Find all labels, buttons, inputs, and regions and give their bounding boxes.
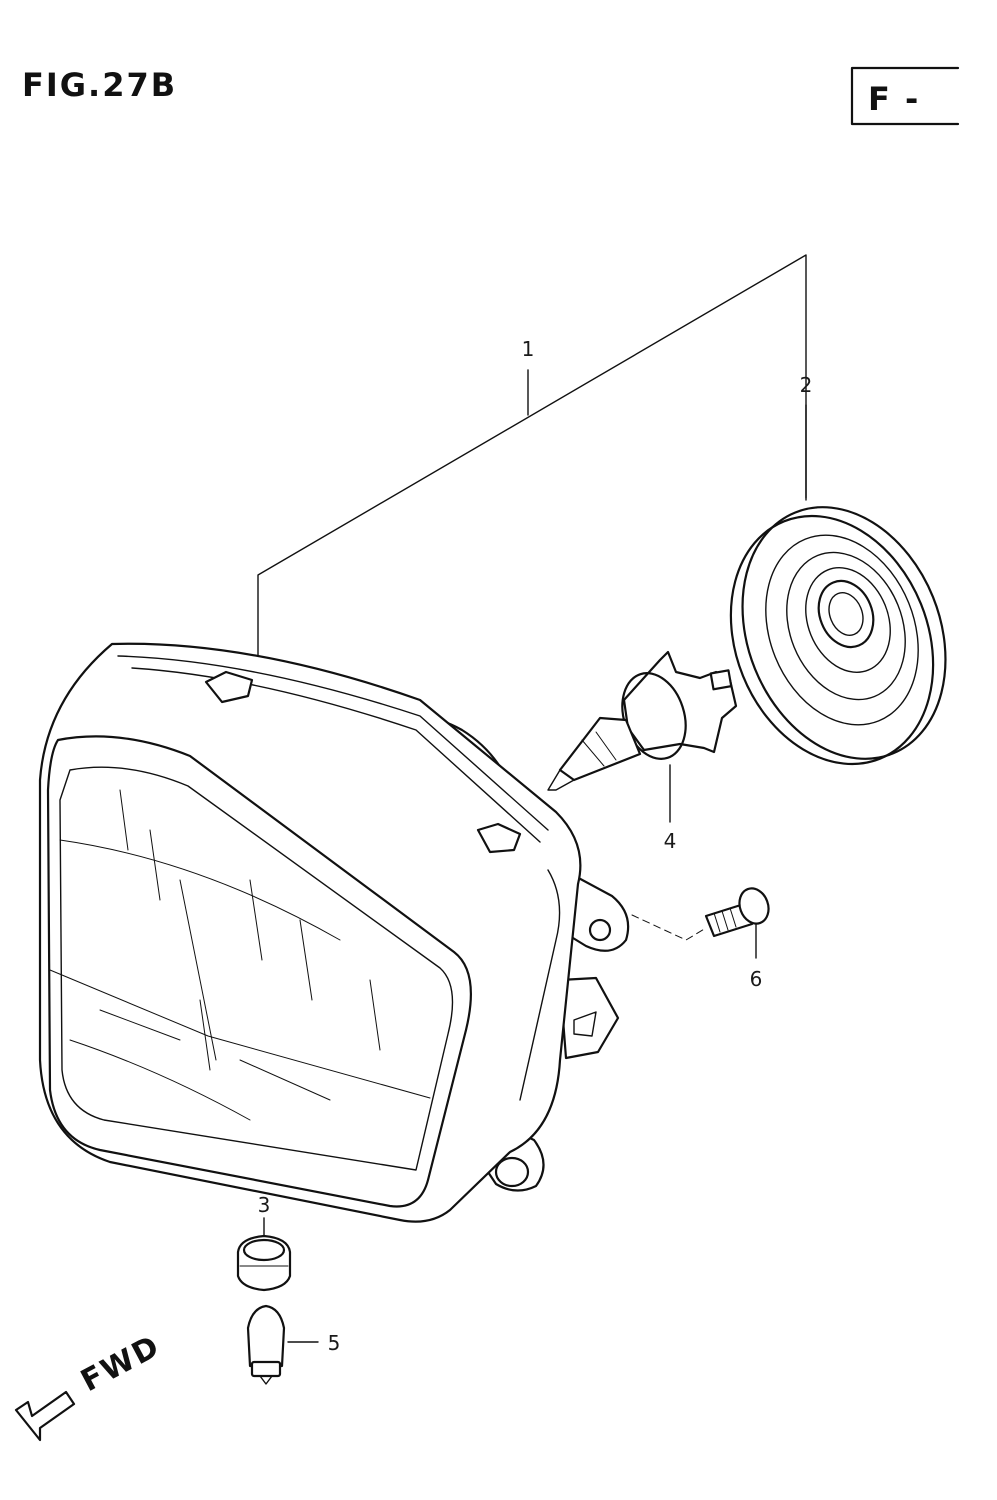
callout-4: 4 <box>664 829 677 853</box>
fwd-label: FWD <box>75 1328 166 1399</box>
section-badge: F - <box>850 66 960 126</box>
callout-1: 1 <box>522 337 535 361</box>
callout-2: 2 <box>800 373 813 397</box>
headlight-bulb <box>547 650 738 791</box>
callout-6: 6 <box>750 967 763 991</box>
callout-5: 5 <box>328 1331 341 1355</box>
headlight-housing <box>38 642 630 1223</box>
callout-3: 3 <box>258 1193 271 1217</box>
leader-lines <box>257 254 807 1343</box>
position-bulb <box>246 1304 286 1385</box>
socket-cover <box>729 506 947 766</box>
forward-direction-arrow: FWD <box>14 1328 166 1442</box>
mounting-screw <box>704 887 770 938</box>
section-badge-text: F - <box>868 80 920 118</box>
figure-title: FIG.27B <box>22 66 177 104</box>
grommet <box>236 1234 292 1292</box>
